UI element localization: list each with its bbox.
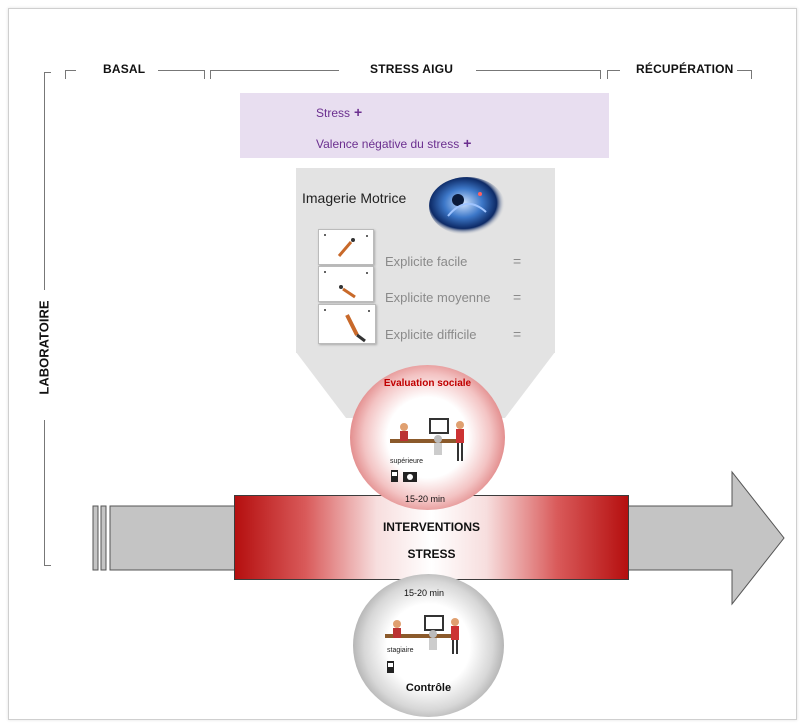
control-circle: 15-20 min stagiaire Contrôle	[353, 574, 504, 717]
thumb-difficile	[318, 304, 376, 344]
phase-stress-aigu: STRESS AIGU	[370, 62, 454, 76]
moyenne-equal-sign: =	[513, 289, 522, 305]
social-evaluation-title: Evaluation sociale	[383, 378, 472, 389]
stress-effect-line: Stress+	[316, 104, 362, 120]
control-role-label: stagiaire	[387, 647, 414, 654]
stress-plus-sign: +	[354, 104, 363, 120]
phase-basal: BASAL	[103, 62, 146, 76]
control-scene-image	[385, 615, 459, 654]
recup-bracket-right	[737, 70, 752, 79]
imagerie-title: Imagerie Motrice	[302, 190, 407, 206]
control-title: Contrôle	[405, 682, 452, 694]
brain-image	[429, 177, 505, 235]
valence-plus-sign: +	[463, 135, 472, 151]
imagerie-item-moyenne: Explicite moyenne	[385, 290, 491, 305]
basal-bracket-left	[65, 70, 76, 79]
valence-effect-line: Valence négative du stress+	[316, 135, 471, 151]
interventions-label-line1: INTERVENTIONS	[382, 520, 481, 534]
control-duration: 15-20 min	[404, 588, 445, 598]
imagerie-box: Imagerie Motrice Explicite facile = Expl…	[296, 168, 555, 353]
social-scene-image	[390, 418, 464, 461]
basal-bracket-right	[158, 70, 205, 79]
imagerie-item-difficile: Explicite difficile	[385, 327, 477, 342]
social-evaluation-circle: Evaluation sociale supérieure 15-20 min	[350, 365, 505, 510]
imagerie-item-facile: Explicite facile	[385, 254, 468, 269]
stress-effect-label: Stress	[316, 106, 351, 120]
difficile-equal-sign: =	[513, 326, 522, 342]
facile-equal-sign: =	[513, 253, 522, 269]
interventions-label-line2: STRESS	[407, 547, 456, 561]
social-role-label: supérieure	[390, 458, 424, 465]
stress-bracket-right	[476, 70, 601, 79]
laboratoire-bracket-gap	[36, 290, 54, 420]
phone-camera-icon	[391, 470, 417, 482]
recup-bracket-left	[607, 70, 620, 79]
phase-recuperation: RÉCUPÉRATION	[636, 62, 734, 76]
laboratoire-label: LABORATOIRE	[36, 300, 52, 395]
valence-effect-label: Valence négative du stress	[316, 137, 460, 151]
stress-effects-box: Stress+ Valence négative du stress+	[240, 93, 609, 158]
phone-icon	[387, 661, 394, 673]
stress-bracket-left	[210, 70, 339, 79]
thumb-moyenne	[318, 266, 374, 302]
thumb-facile	[318, 229, 374, 265]
social-duration: 15-20 min	[405, 494, 446, 504]
